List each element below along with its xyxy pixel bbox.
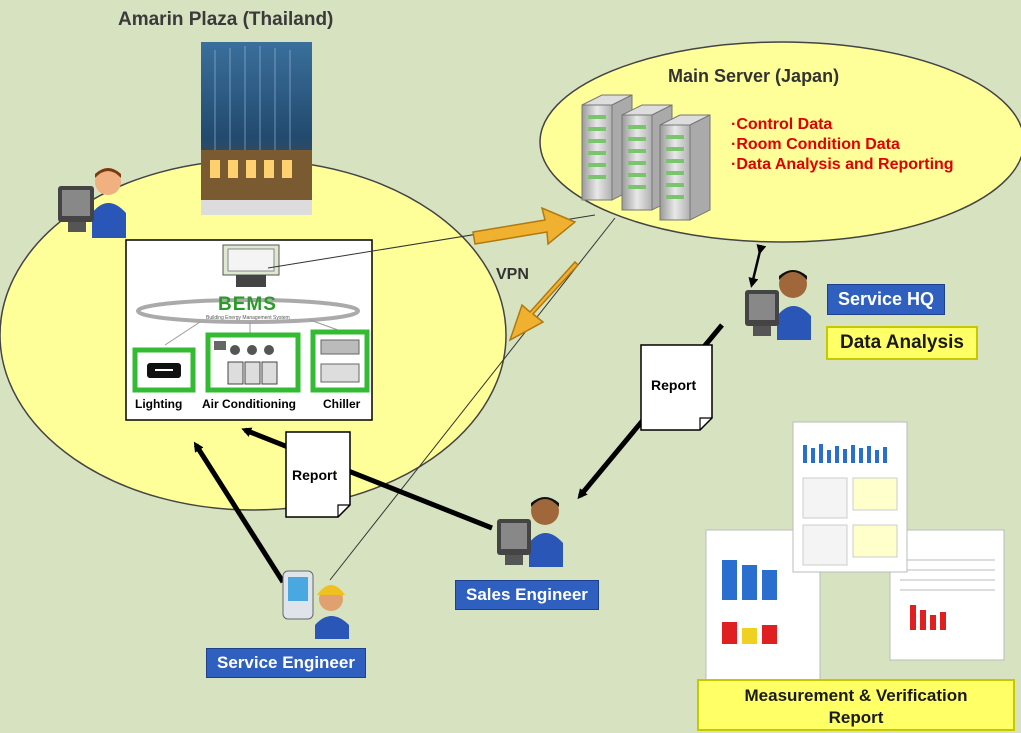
bems-link-chiller <box>309 319 339 331</box>
mv-report-line-2: Report <box>828 708 884 727</box>
service-engineer-badge: Service Engineer <box>206 648 366 678</box>
mv-report-page-center <box>792 421 908 573</box>
service-engineer-to-server-line <box>329 217 616 581</box>
service-engineer-person-icon <box>282 570 349 639</box>
report-document-2 <box>285 431 351 518</box>
sales-engineer-person-icon <box>497 497 563 567</box>
building-photo <box>201 42 312 215</box>
bems-link-lighting <box>164 321 201 346</box>
server-item-control-data: ·Control Data <box>731 116 833 133</box>
report-label-2: Report <box>292 467 338 483</box>
mv-report-box: Measurement & Verification Report <box>697 679 1015 731</box>
mv-report-page-left <box>705 529 821 686</box>
server-hq-double-arrow <box>748 243 767 288</box>
report-document-1 <box>640 344 713 431</box>
mv-report-page-right <box>889 529 1005 661</box>
label-air-conditioning: Air Conditioning <box>202 397 296 411</box>
data-analysis-box: Data Analysis <box>826 326 978 360</box>
bems-ring <box>136 298 360 324</box>
sales-engineer-badge: Sales Engineer <box>455 580 599 610</box>
upload-arrow <box>472 206 577 246</box>
lighting-icon <box>132 347 196 393</box>
bems-monitor-icon <box>222 244 280 287</box>
label-lighting: Lighting <box>135 397 183 411</box>
site-title: Amarin Plaza (Thailand) <box>118 9 334 30</box>
server-item-data-analysis: ·Data Analysis and Reporting <box>731 156 954 173</box>
server-rack-icon <box>581 94 711 221</box>
server-item-room-condition-data: ·Room Condition Data <box>731 136 900 153</box>
download-arrow <box>508 260 580 342</box>
chiller-icon <box>310 329 370 393</box>
server-title: Main Server (Japan) <box>668 66 840 86</box>
bems-logo: BEMS <box>218 294 277 315</box>
service-hq-person-icon <box>745 270 811 340</box>
vpn-label: VPN <box>496 266 529 283</box>
service-hq-badge: Service HQ <box>827 284 946 315</box>
service-to-bems-arrow <box>193 441 286 584</box>
label-chiller: Chiller <box>323 397 361 411</box>
site-operator-icon <box>58 168 126 238</box>
air-conditioning-icon <box>205 332 301 393</box>
bems-subtitle: Building Energy Management System <box>206 315 290 321</box>
mv-report-line-1: Measurement & Verification <box>744 686 968 705</box>
report-label-1: Report <box>651 377 697 393</box>
